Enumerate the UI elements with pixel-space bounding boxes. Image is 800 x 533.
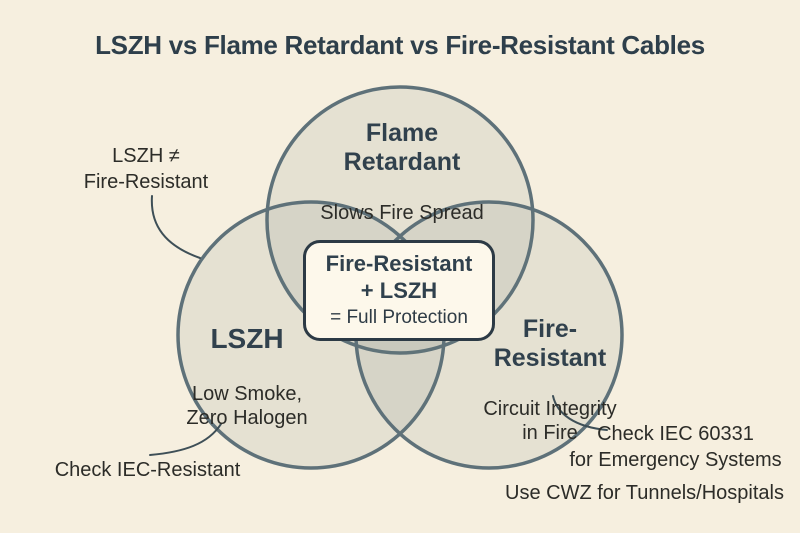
annotation-check-iec-60331: Check IEC 60331 for Emergency Systems (569, 423, 782, 471)
leader-line-lszh-not-equal (150, 195, 201, 259)
leader-line-iec-60331 (552, 395, 608, 431)
annotation-use-cwz: Use CWZ for Tunnels/Hospitals (505, 482, 784, 504)
fire-resistant-subtitle: Circuit Integrity in Fire (483, 398, 617, 445)
flame-retardant-title: Flame Retardant (343, 119, 461, 176)
lszh-label-group: LSZH Low Smoke, Zero Halogen (140, 305, 354, 449)
center-box-line3: = Full Protection (330, 306, 468, 328)
lszh-title: LSZH (210, 323, 284, 354)
leader-line-check-iec (149, 423, 222, 456)
flame-retardant-subtitle: Slows Fire Spread (320, 202, 484, 224)
fire-resistant-title: Fire- Resistant (493, 315, 607, 372)
annotation-check-iec-resistant: Check IEC-Resistant (54, 459, 241, 481)
fire-resistant-label-group: Fire- Resistant Circuit Integrity in Fir… (440, 297, 660, 464)
lszh-subtitle: Low Smoke, Zero Halogen (186, 382, 308, 430)
center-box-line2: + LSZH (360, 278, 438, 304)
page-title: LSZH vs Flame Retardant vs Fire-Resistan… (95, 30, 705, 60)
annotation-lszh-not-equal-fire-resistant: LSZH ≠ Fire-Resistant (83, 145, 209, 193)
flame-retardant-label-group: Flame Retardant Slows Fire Spread (280, 101, 524, 243)
center-box-line1: Fire-Resistant (325, 251, 473, 277)
center-intersection-box: Fire-Resistant + LSZH = Full Protection (303, 240, 495, 341)
